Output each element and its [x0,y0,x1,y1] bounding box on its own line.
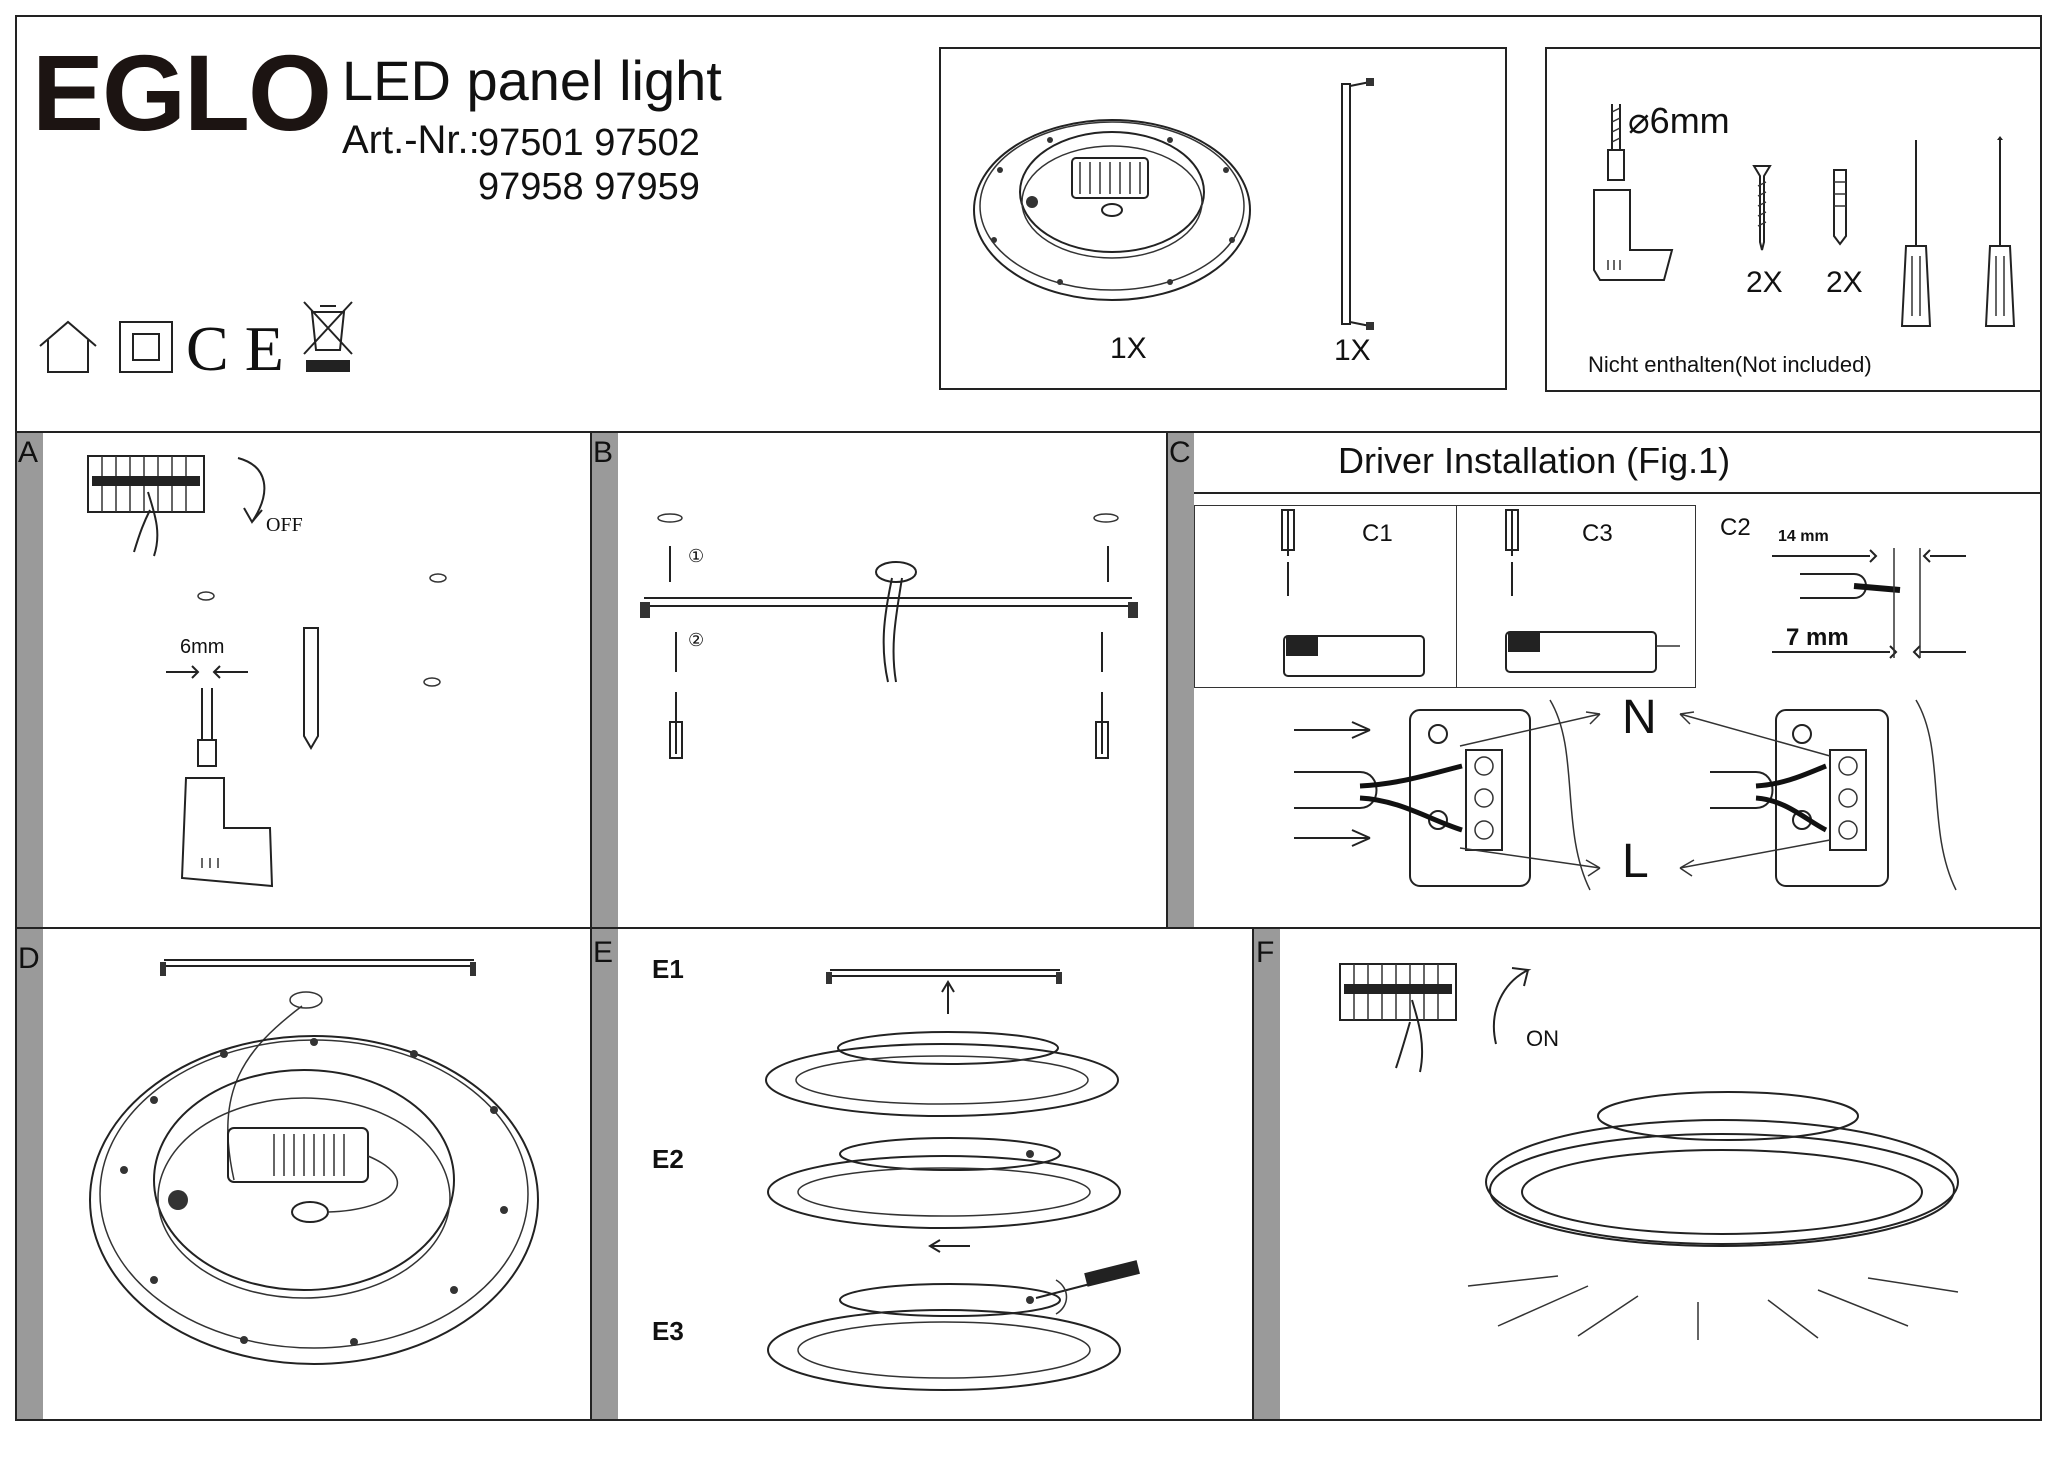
panel-d-letter: D [18,942,40,975]
lit-panel-drawing [1467,1091,1959,1340]
class-ii-insulation-icon [119,321,173,373]
c1-c3-box [1194,505,1696,688]
panel-rotate-e2-drawing [767,1137,1121,1253]
neutral-wire-label: N [1622,691,1657,744]
screw-quantity: 2X [1746,266,1783,299]
driver-c3-drawing [1505,509,1680,673]
turn-off-arrow-icon [237,457,266,524]
phillips-screwdriver-icon [1984,136,2016,327]
driver-c1-drawing [1281,509,1425,677]
bracket-quantity: 1X [1334,334,1371,367]
live-wire-label: L [1622,835,1649,888]
panel-d-sidebar [17,929,43,1419]
wall-plug-quantity: 2X [1826,266,1863,299]
panel-a-right-border [590,433,592,927]
panel-c-sidebar [1168,433,1194,927]
panel-light-drawing [973,119,1251,301]
art-numbers-1: 97501 97502 [478,122,700,164]
panel-wiring-drawing [89,959,539,1365]
package-contents-box [939,47,1507,390]
panel-f-letter: F [1256,936,1275,969]
header-divider [15,431,2042,433]
drill-bit-size: ⌀6mm [1628,100,1730,141]
panel-quantity: 1X [1110,332,1147,365]
wire-stripping-drawing [1772,548,1966,659]
panel-c-letter: C [1169,436,1191,469]
step-c2-label: C2 [1720,514,1751,541]
neutral-live-arrows [1459,711,1831,877]
panel-a-letter: A [18,436,39,469]
indoor-house-icon [39,320,97,373]
mounting-bracket-drawing [1341,78,1374,330]
drilling-drawing [166,665,274,888]
strip-length-7mm: 7 mm [1786,624,1849,651]
terminal-block-right-drawing [1710,699,1957,891]
c1-c3-divider [1456,505,1457,688]
panel-f-sidebar [1254,929,1280,1419]
ce-mark-icon: C E [186,313,284,384]
driver-installation-title: Driver Installation (Fig.1) [1338,440,1731,481]
strip-length-14mm: 14 mm [1778,528,1829,545]
step-marker-2: ② [688,630,705,650]
outer-frame [15,15,2042,1421]
terminal-block-left-drawing [1294,699,1591,891]
screw-icon [1752,165,1772,251]
step-e3-label: E3 [652,1316,684,1346]
panel-c-title-divider [1194,492,2040,494]
not-included-note: Nicht enthalten(Not included) [1588,352,1872,377]
panel-d-right-border [590,929,592,1419]
turn-on-arrow-icon [1492,967,1532,1045]
product-title: LED panel light [342,49,722,112]
wall-plug-icon [1833,169,1847,246]
flat-screwdriver-icon [1900,140,1932,327]
panel-b-right-border [1166,433,1168,927]
panel-b-sidebar [592,433,618,927]
step-e2-label: E2 [652,1144,684,1174]
step-c3-label: C3 [1582,520,1613,547]
hole-size-label: 6mm [180,636,225,658]
tools-not-included-box [1545,47,2042,392]
breaker-switch-on-drawing [1339,963,1457,1073]
panel-e-sidebar [592,929,618,1419]
step-marker-1: ① [688,546,705,566]
weee-bin-icon [303,301,353,372]
switch-off-label: OFF [266,514,303,536]
wall-plug-insert-drawing [303,627,319,750]
step-e1-label: E1 [652,954,684,984]
ceiling-holes-drawing [197,573,447,687]
bracket-mounting-drawing [640,513,1138,759]
drill-icon [1593,104,1674,281]
panel-a-sidebar [17,433,43,927]
art-numbers-2: 97958 97959 [478,166,700,208]
panel-b-letter: B [593,436,614,469]
switch-on-label: ON [1526,1026,1559,1051]
art-label: Art.-Nr.: [342,118,480,162]
panel-attach-e1-drawing [765,969,1119,1117]
brand-logo: EGLO [32,32,332,153]
panel-e-right-border [1252,929,1254,1419]
mid-divider [15,927,2042,929]
panel-e-letter: E [593,936,614,969]
step-c1-label: C1 [1362,520,1393,547]
breaker-switch-off-drawing [87,455,205,557]
panel-fasten-e3-drawing [767,1260,1140,1391]
